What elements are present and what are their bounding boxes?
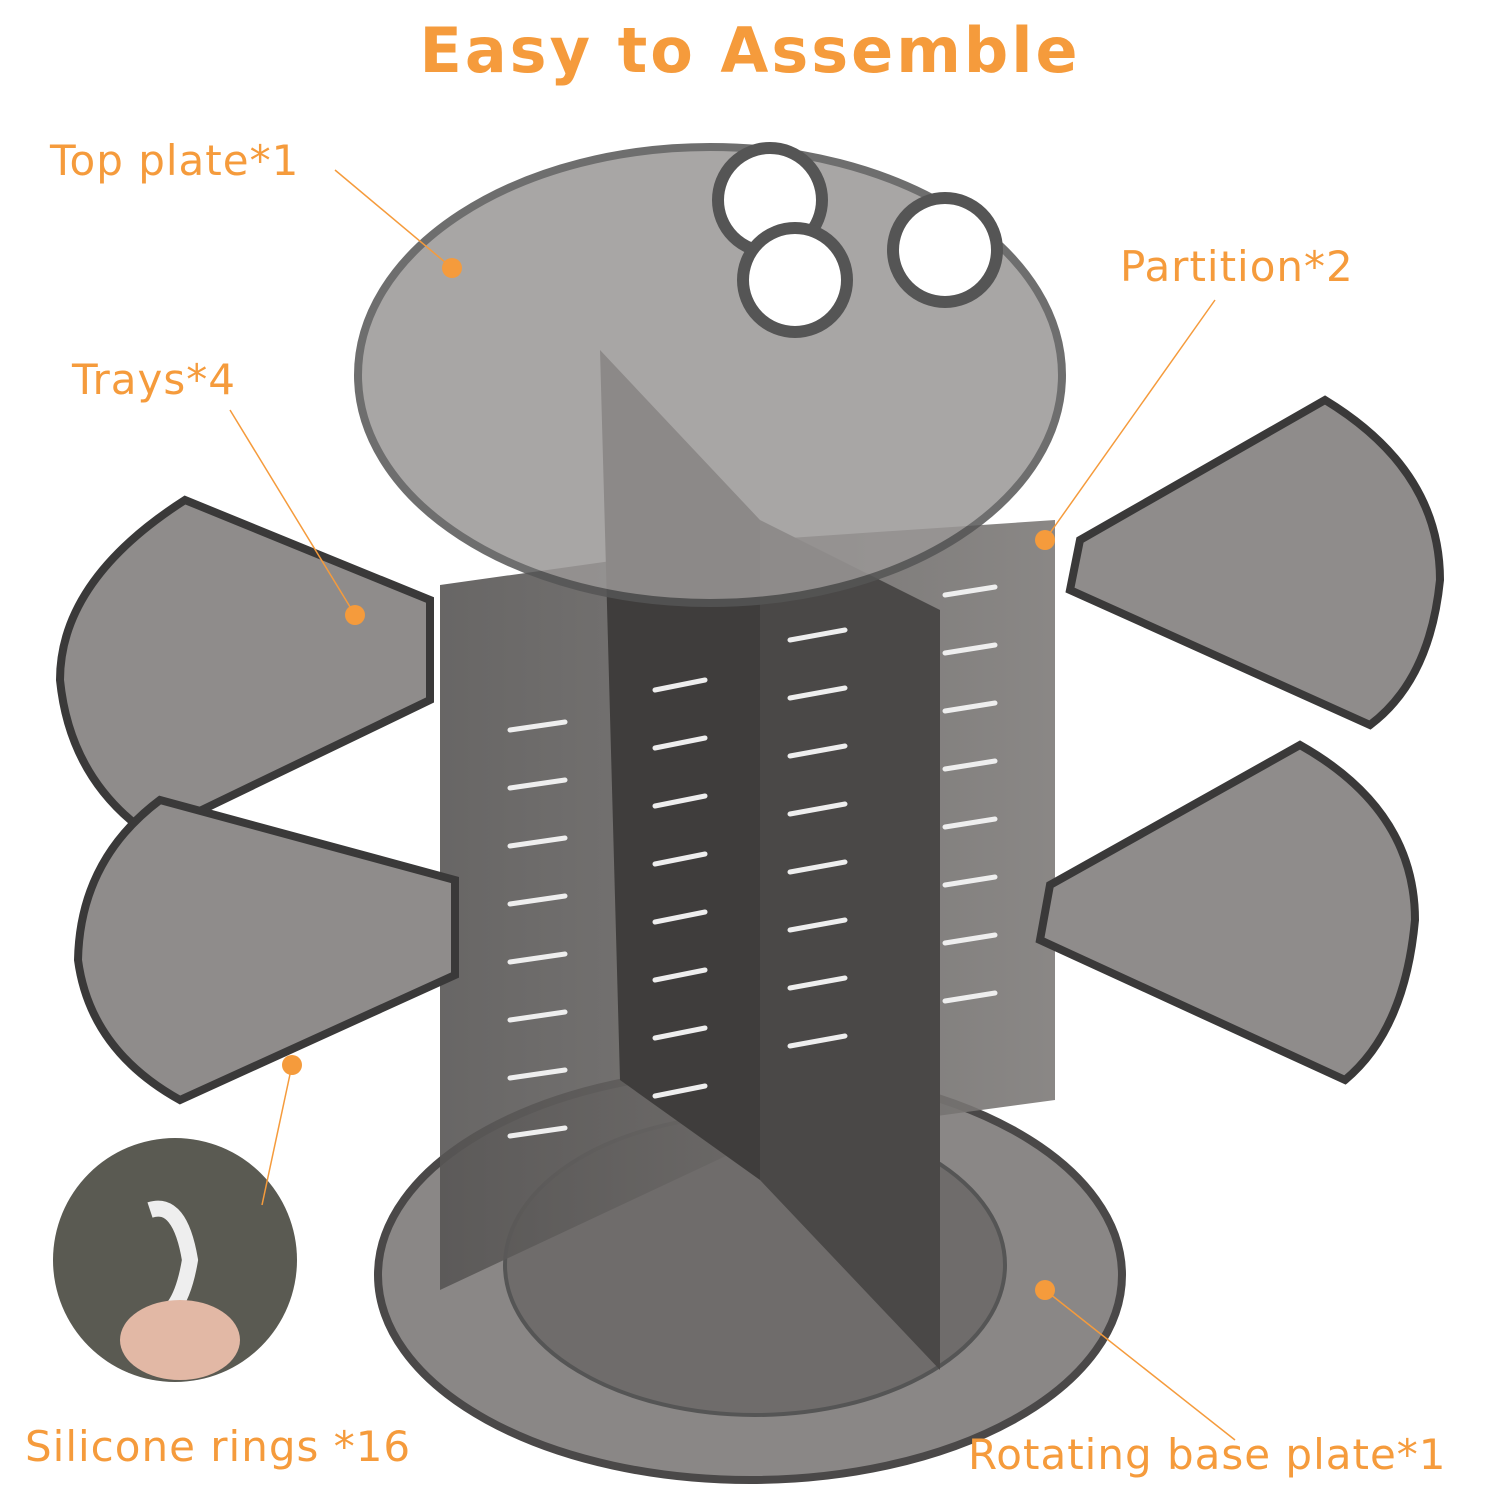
slot <box>942 642 998 656</box>
label-partition: Partition*2 <box>1120 242 1354 291</box>
slot <box>787 627 848 643</box>
label-silicone-rings: Silicone rings *16 <box>25 1422 412 1471</box>
slot <box>787 743 848 759</box>
slot <box>942 990 998 1004</box>
slot <box>507 1125 568 1139</box>
slot <box>652 1083 708 1099</box>
top-plate <box>354 142 1066 607</box>
slot <box>652 909 708 925</box>
slot <box>787 801 848 817</box>
slot <box>942 700 998 714</box>
slot <box>787 859 848 875</box>
slot <box>652 851 708 867</box>
slot <box>507 1067 568 1081</box>
slot <box>652 677 708 693</box>
slot <box>787 975 848 991</box>
slot <box>942 758 998 772</box>
silicone-ring-inset <box>53 1138 297 1382</box>
slot <box>507 893 568 907</box>
slot <box>787 685 848 701</box>
hanging-slots <box>507 584 998 1139</box>
slot <box>507 719 568 733</box>
slot <box>787 1033 848 1049</box>
page-title: Easy to Assemble <box>419 14 1081 87</box>
label-base-plate: Rotating base plate*1 <box>968 1430 1447 1479</box>
label-top-plate: Top plate*1 <box>50 136 300 185</box>
trays <box>55 395 1445 1105</box>
slot <box>507 951 568 965</box>
slot <box>507 777 568 791</box>
slot <box>942 584 998 598</box>
slot <box>787 917 848 933</box>
slot <box>942 816 998 830</box>
slot <box>507 835 568 849</box>
slot <box>652 735 708 751</box>
slot <box>652 967 708 983</box>
slot <box>942 874 998 888</box>
slot <box>652 793 708 809</box>
label-trays: Trays*4 <box>72 355 236 404</box>
slot <box>942 932 998 946</box>
callouts <box>229 169 1236 1441</box>
slot <box>652 1025 708 1041</box>
slot <box>507 1009 568 1023</box>
